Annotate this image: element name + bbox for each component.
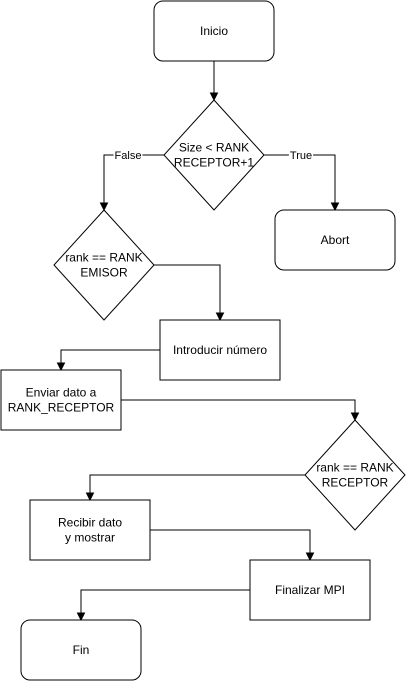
node-label: Abort: [321, 233, 350, 247]
edge-introducir-to-enviar: [56, 349, 160, 372]
node-introducir: Introducir número: [159, 319, 281, 381]
connector-line: [103, 154, 164, 203]
arrowhead: [215, 312, 225, 322]
node-finalizar: Finalizar MPI: [249, 559, 371, 621]
edge-finalizar-to-fin: [76, 589, 250, 622]
edge-cond-size-false: [99, 154, 164, 212]
arrowhead: [99, 202, 109, 212]
arrowhead: [76, 612, 86, 622]
connector-line: [150, 529, 311, 553]
edge-label-cond-size-true: True: [288, 150, 314, 162]
arrowhead: [305, 552, 315, 562]
node-label: EMISOR: [80, 266, 128, 280]
node-label: rank == RANK: [65, 251, 142, 265]
node-label: y mostrar: [65, 531, 115, 545]
node-abort: Abort: [274, 209, 396, 271]
process-box: [29, 499, 151, 561]
terminal-box: [20, 619, 142, 681]
connector-line: [60, 349, 160, 363]
connector-line: [80, 589, 250, 613]
edges-layer: [56, 61, 360, 622]
edge-label-text: True: [290, 150, 312, 162]
node-label: Introducir número: [173, 343, 267, 357]
edge-labels-layer: False True: [113, 150, 314, 162]
arrowhead: [85, 492, 95, 502]
edge-cond-receptor-to-recibir: [85, 474, 305, 502]
node-label: RANK_RECEPTOR: [8, 401, 115, 415]
node-label: RECEPTOR+1: [174, 156, 254, 170]
arrowhead: [56, 362, 66, 372]
connector-line: [121, 399, 356, 413]
connector-line: [154, 264, 221, 313]
arrowhead: [330, 202, 340, 212]
process-box: [159, 319, 281, 381]
edge-label-text: False: [115, 150, 142, 162]
node-label: Recibir dato: [58, 516, 122, 530]
edge-cond-emisor-to-introducir: [154, 264, 225, 322]
node-label: rank == RANK: [316, 461, 393, 475]
node-label: Inicio: [200, 24, 228, 38]
connector-line: [264, 154, 336, 203]
edge-inicio-to-cond-size: [209, 61, 219, 102]
edge-label-background: [288, 150, 314, 162]
node-inicio: Inicio: [153, 0, 275, 62]
edge-cond-size-true: [264, 154, 340, 212]
node-label: Finalizar MPI: [275, 583, 345, 597]
connector-line: [89, 474, 305, 493]
edge-enviar-to-cond-receptor: [121, 399, 360, 422]
terminal-box: [274, 209, 396, 271]
decision-diamond: [304, 419, 406, 531]
node-label: Enviar dato a: [26, 386, 97, 400]
terminal-box: [153, 0, 275, 62]
decision-diamond: [53, 209, 155, 321]
edge-label-background: [113, 150, 143, 162]
edge-recibir-to-finalizar: [150, 529, 315, 562]
arrowhead: [209, 92, 219, 102]
node-label: Size < RANK: [179, 141, 249, 155]
edge-label-cond-size-false: False: [113, 150, 143, 162]
process-box: [0, 369, 122, 431]
arrowhead: [350, 412, 360, 422]
process-box: [249, 559, 371, 621]
node-label: RECEPTOR: [322, 476, 389, 490]
node-fin: Fin: [20, 619, 142, 681]
decision-diamond: [163, 99, 265, 211]
node-label: Fin: [73, 643, 90, 657]
